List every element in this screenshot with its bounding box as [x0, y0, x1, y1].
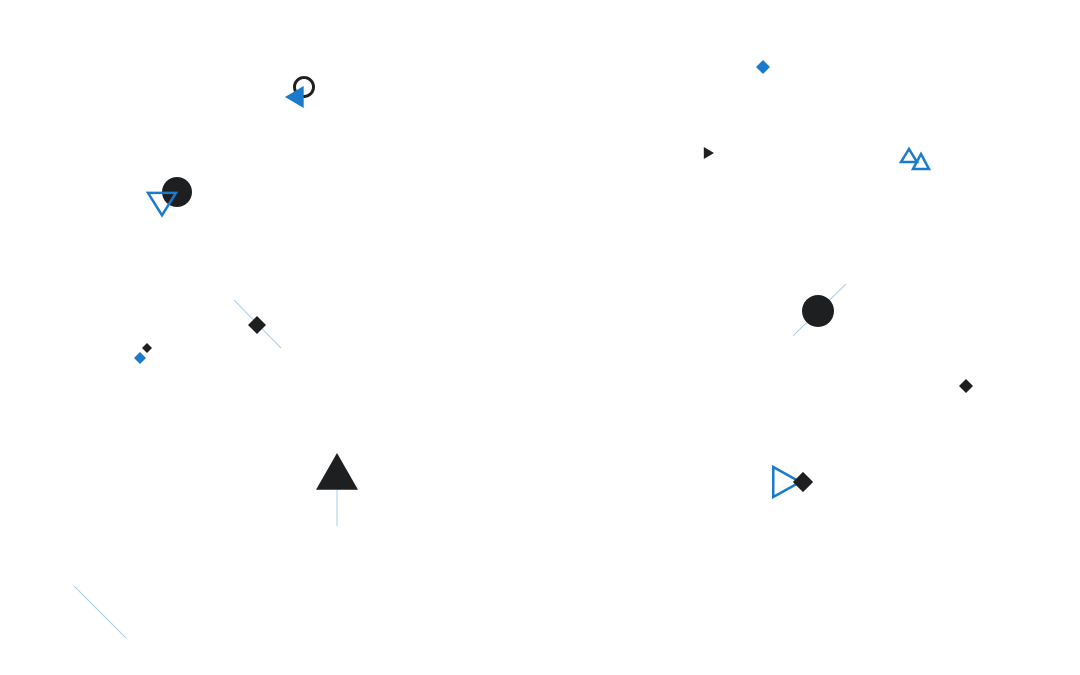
diamond-icon [134, 352, 146, 364]
diamond-icon [756, 60, 770, 74]
filled-circle-icon [802, 295, 834, 327]
triangle-down-icon [145, 191, 179, 218]
shapes-layer [134, 60, 973, 500]
diamond-icon [959, 379, 973, 393]
open-circle-icon [293, 76, 315, 98]
diamond-icon [248, 316, 266, 334]
triangle-right-icon [703, 147, 714, 159]
triangle-left-icon [285, 86, 304, 108]
diamond-icon [142, 343, 152, 353]
diagonal-line [73, 585, 127, 639]
triangle-up-icon [316, 453, 358, 490]
triangle-right-icon [772, 464, 803, 500]
diamond-icon [793, 472, 813, 492]
twin-triangles-icon [898, 146, 932, 171]
